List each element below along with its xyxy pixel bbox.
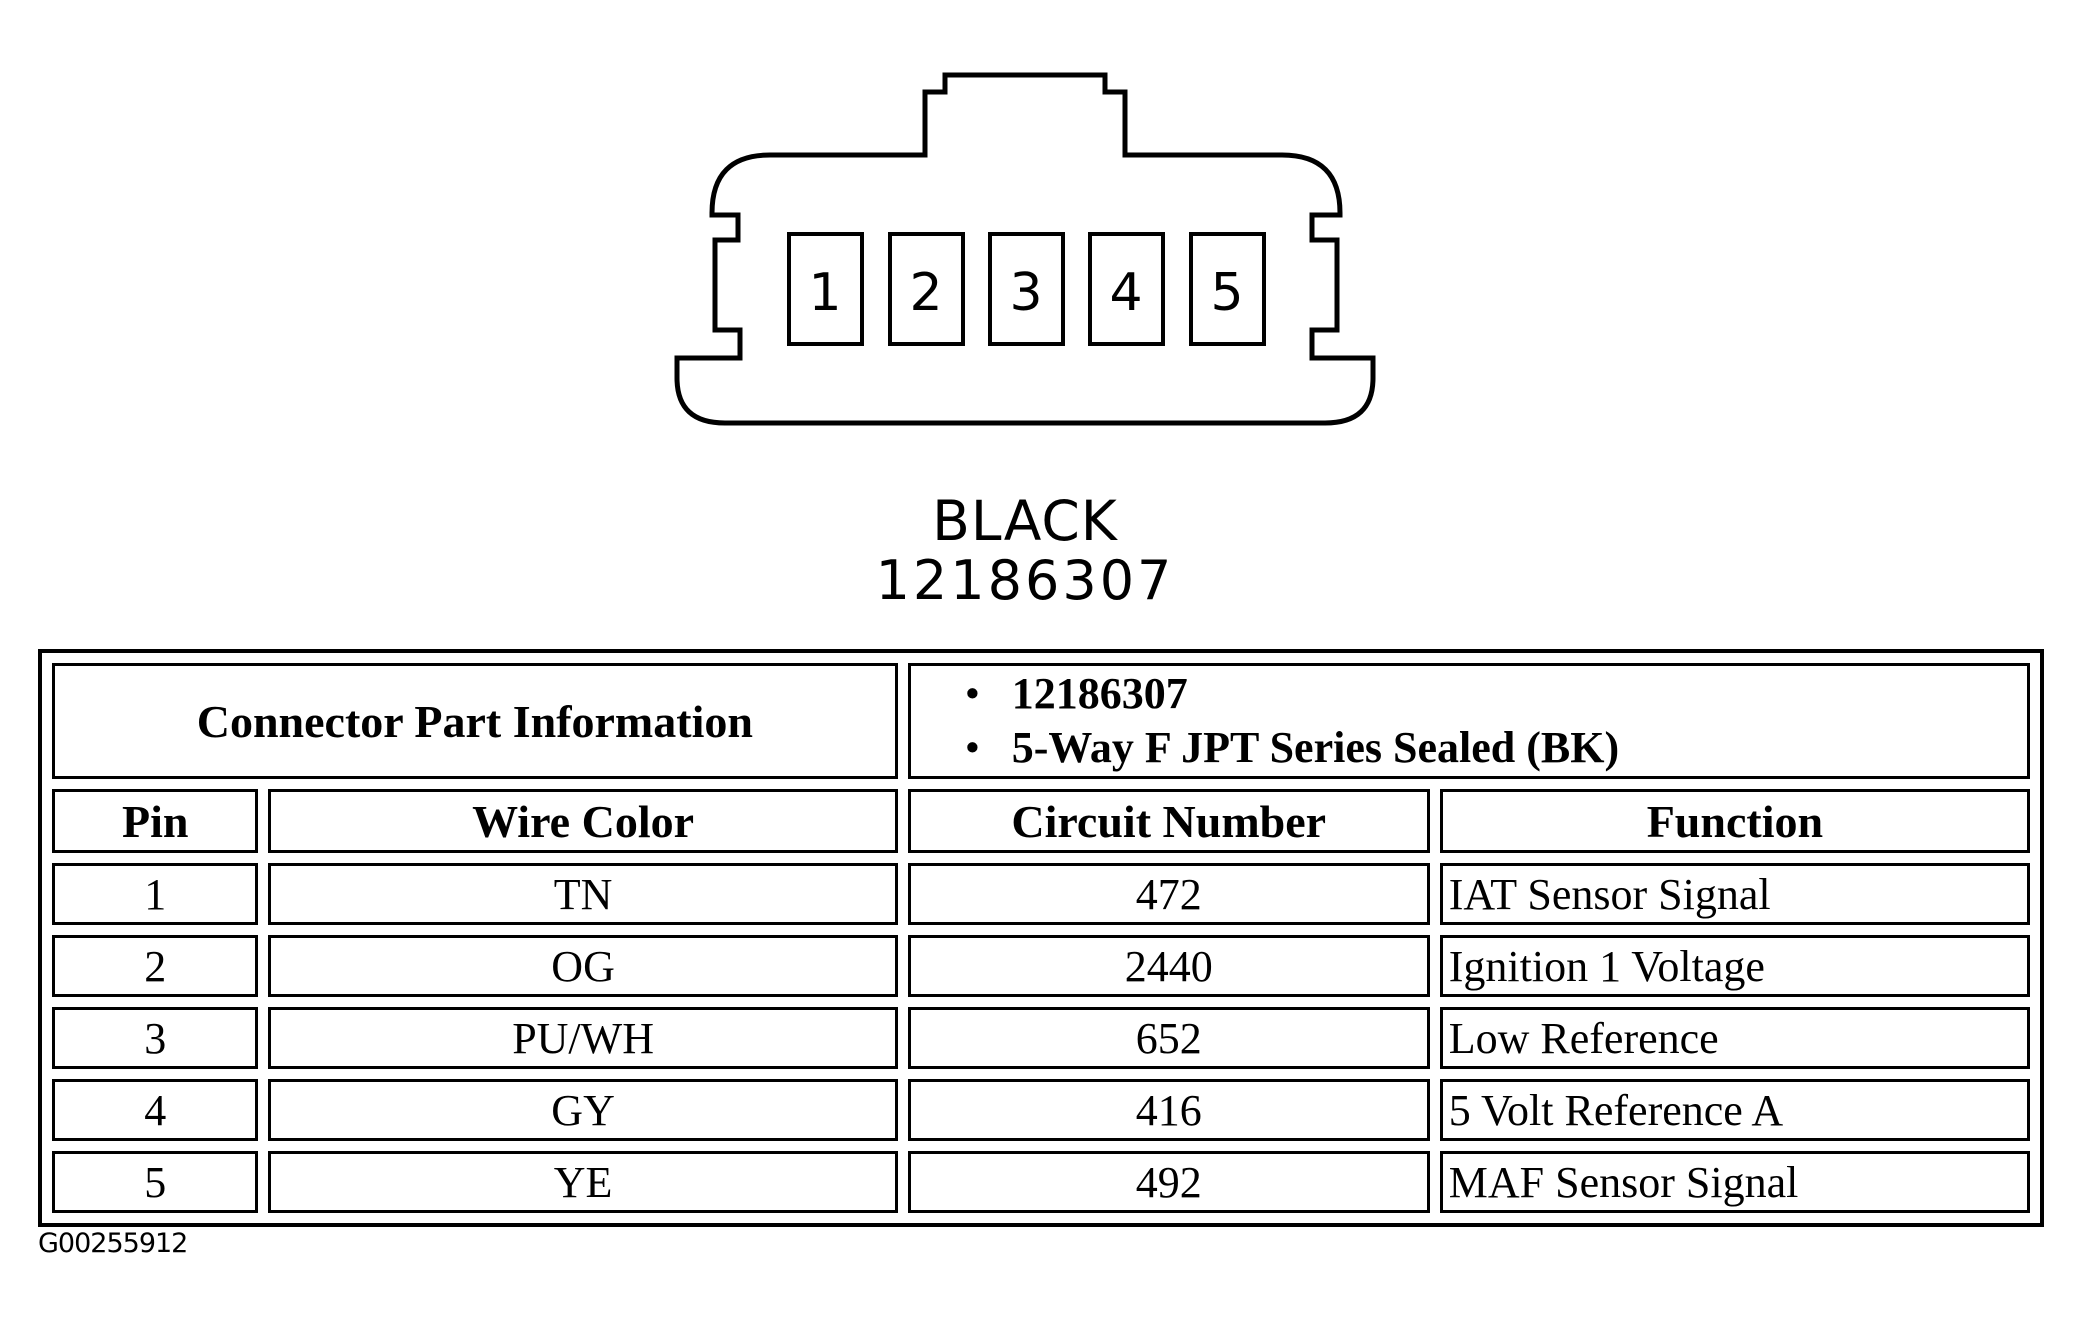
part-info-details: • 12186307 • 5-Way F JPT Series Sealed (… <box>907 663 2030 779</box>
part-info-bullet-1: • 12186307 <box>966 667 2026 721</box>
column-header-wire-color: Wire Color <box>268 789 898 853</box>
cell-pin: 1 <box>52 863 259 925</box>
cell-function: Low Reference <box>1439 1007 2030 1069</box>
table-row-pin-2: 2 OG 2440 Ignition 1 Voltage <box>52 935 2030 997</box>
column-header-function: Function <box>1439 789 2030 853</box>
cell-pin: 4 <box>52 1079 259 1141</box>
cell-wire-color: OG <box>268 935 898 997</box>
cell-pin: 3 <box>52 1007 259 1069</box>
cell-circuit-number: 472 <box>907 863 1430 925</box>
pin-cavity-2: 2 <box>888 232 965 346</box>
connector-part-number: 12186307 <box>875 549 1175 612</box>
table-row-pin-4: 4 GY 416 5 Volt Reference A <box>52 1079 2030 1141</box>
cell-function: 5 Volt Reference A <box>1439 1079 2030 1141</box>
cell-function: Ignition 1 Voltage <box>1439 935 2030 997</box>
pin-cavity-3: 3 <box>988 232 1065 346</box>
pin-number-label: 2 <box>909 263 942 323</box>
cell-wire-color: YE <box>268 1151 898 1213</box>
cell-function: MAF Sensor Signal <box>1439 1151 2030 1213</box>
cell-function: IAT Sensor Signal <box>1439 863 2030 925</box>
column-header-circuit-number: Circuit Number <box>907 789 1430 853</box>
bullet-icon: • <box>965 673 979 715</box>
cell-circuit-number: 652 <box>907 1007 1430 1069</box>
pin-cavity-box <box>1189 232 1266 346</box>
connector-pinout-table: Connector Part Information • 12186307 • … <box>38 649 2044 1227</box>
pin-cavity-box <box>1088 232 1165 346</box>
table-row-pin-1: 1 TN 472 IAT Sensor Signal <box>52 863 2030 925</box>
pin-cavity-4: 4 <box>1088 232 1165 346</box>
cell-pin: 5 <box>52 1151 259 1213</box>
part-info-bullet-text: 12186307 <box>1011 669 1188 718</box>
pin-cavity-box <box>988 232 1065 346</box>
connector-face-diagram: 1 2 3 4 5 <box>674 72 1376 426</box>
part-info-row: Connector Part Information • 12186307 • … <box>52 663 2030 779</box>
pin-number-label: 5 <box>1210 263 1243 323</box>
pin-cavity-5: 5 <box>1189 232 1266 346</box>
figure-id: G00255912 <box>38 1228 188 1259</box>
connector-color-label: BLACK <box>932 489 1118 553</box>
pin-number-label: 3 <box>1009 263 1042 323</box>
cell-circuit-number: 2440 <box>907 935 1430 997</box>
part-info-header: Connector Part Information <box>52 663 898 779</box>
cell-circuit-number: 492 <box>907 1151 1430 1213</box>
pin-cavity-1: 1 <box>787 232 864 346</box>
table-row-pin-3: 3 PU/WH 652 Low Reference <box>52 1007 2030 1069</box>
pin-number-label: 1 <box>808 263 841 323</box>
column-header-pin: Pin <box>52 789 259 853</box>
cell-circuit-number: 416 <box>907 1079 1430 1141</box>
part-info-bullet-text: 5-Way F JPT Series Sealed (BK) <box>1011 723 1620 772</box>
table-row-pin-5: 5 YE 492 MAF Sensor Signal <box>52 1151 2030 1213</box>
cell-pin: 2 <box>52 935 259 997</box>
pin-cavity-box <box>787 232 864 346</box>
cell-wire-color: GY <box>268 1079 898 1141</box>
column-header-row: Pin Wire Color Circuit Number Function <box>52 789 2030 853</box>
part-info-bullet-2: • 5-Way F JPT Series Sealed (BK) <box>966 721 2026 775</box>
cell-wire-color: TN <box>268 863 898 925</box>
bullet-icon: • <box>965 727 979 769</box>
pin-number-label: 4 <box>1109 263 1142 323</box>
cell-wire-color: PU/WH <box>268 1007 898 1069</box>
pin-cavity-box <box>888 232 965 346</box>
